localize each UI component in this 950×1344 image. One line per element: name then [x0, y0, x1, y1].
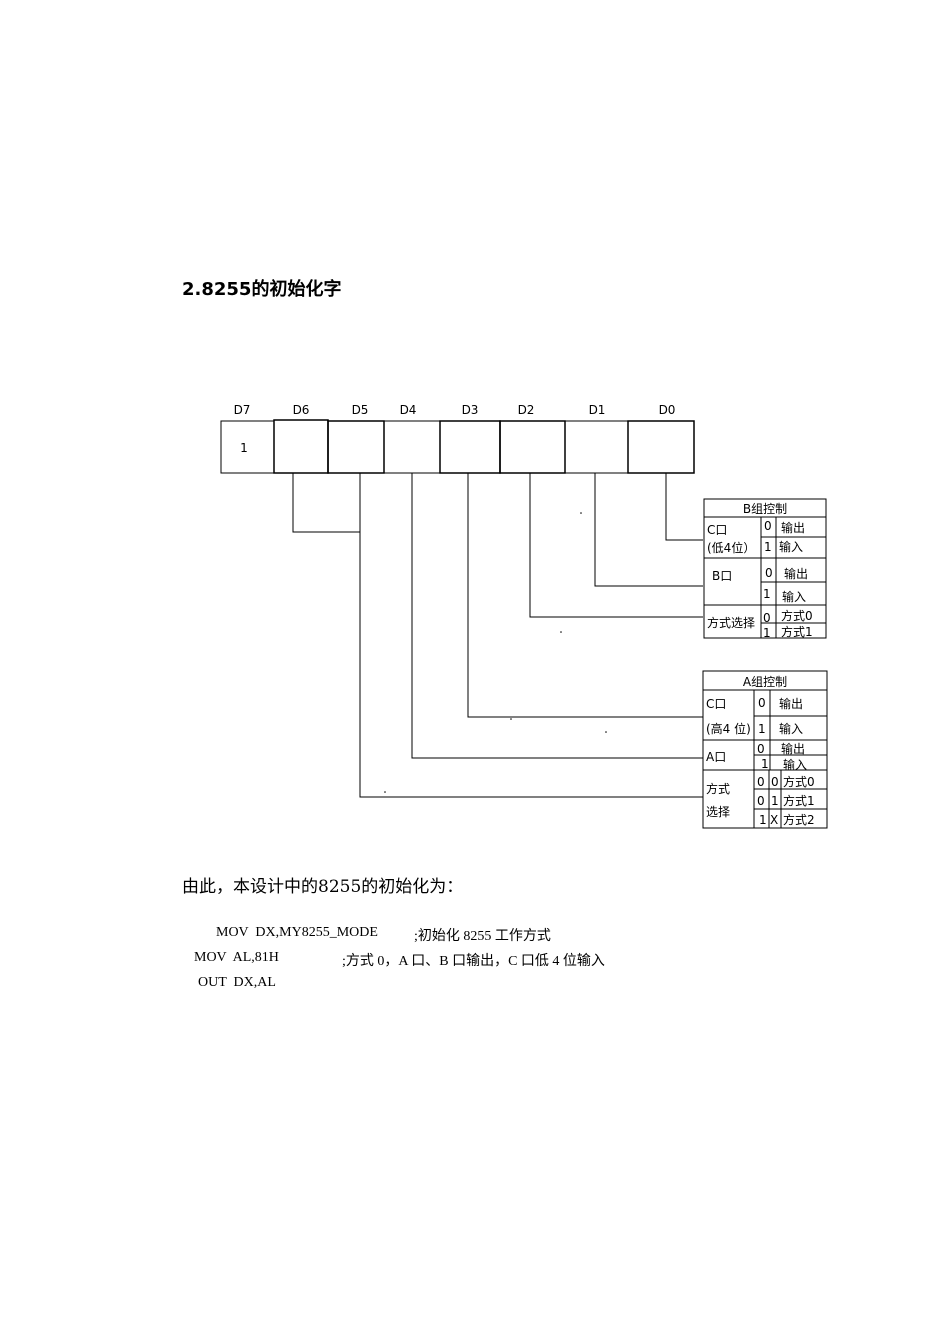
- group-a-mode-row-2-bit2: X: [770, 813, 778, 827]
- group-a-c-opt-0: 0: [758, 696, 766, 710]
- group-b-b-port: B口: [712, 569, 732, 583]
- code-line-2-comment: ;方式 0，A 口、B 口输出，C 口低 4 位输入: [342, 954, 605, 969]
- group-a-a-opt-1-label: 输入: [783, 757, 807, 772]
- group-a-c-opt-1-label: 输入: [779, 721, 803, 736]
- connector-d4: [411, 473, 703, 759]
- stray-dot: [580, 512, 582, 514]
- connector-d2: [529, 473, 703, 618]
- bit-label-d3: D3: [462, 403, 479, 417]
- bit-cell-d5: [327, 420, 385, 474]
- bit-cell-d1: [564, 420, 629, 474]
- group-b-table: [703, 498, 827, 639]
- group-b-mode-opt-1: 1: [763, 626, 771, 640]
- section-heading: 2.8255的初始化字: [182, 279, 342, 300]
- bit-label-d7: D7: [234, 403, 251, 417]
- bit-cell-d6: [273, 419, 329, 474]
- group-b-c-opt-1-label: 输入: [779, 539, 803, 554]
- stray-dot: [384, 791, 386, 793]
- connector-d6: [292, 473, 360, 533]
- group-b-mode-opt-0-label: 方式0: [781, 608, 813, 623]
- bit-label-d0: D0: [659, 403, 676, 417]
- stray-dot: [560, 631, 562, 633]
- bit-label-d5: D5: [352, 403, 369, 417]
- stray-dot: [510, 718, 512, 720]
- bit-cell-d4: [383, 420, 441, 474]
- group-a-a-opt-1: 1: [761, 757, 769, 771]
- bit-cell-d0: [627, 420, 695, 474]
- group-a-c-opt-1: 1: [758, 722, 766, 736]
- connector-d5: [359, 473, 703, 798]
- group-a-a-opt-0: 0: [757, 742, 765, 756]
- group-a-c-opt-0-label: 输出: [779, 696, 803, 711]
- group-b-c-opt-0: 0: [764, 519, 772, 533]
- bit-cell-d2: [499, 420, 566, 474]
- code-line-1-cmd: MOV DX,MY8255_MODE: [216, 925, 378, 940]
- group-a-table: [702, 670, 828, 829]
- bit-label-d6: D6: [293, 403, 310, 417]
- bit-label-d2: D2: [518, 403, 535, 417]
- group-b-c-opt-1: 1: [764, 540, 772, 554]
- group-a-mode-row-2-label: 方式2: [783, 812, 815, 827]
- group-b-b-opt-1: 1: [763, 587, 771, 601]
- code-line-2-cmd: MOV AL,81H: [194, 950, 279, 965]
- group-b-title: B组控制: [743, 502, 787, 516]
- group-a-a-port: A口: [706, 750, 726, 764]
- code-line-1-comment: ;初始化 8255 工作方式: [414, 929, 551, 944]
- group-a-mode-row-0-bit2: 0: [771, 775, 779, 789]
- connector-d3: [467, 473, 703, 718]
- group-b-b-opt-0-label: 输出: [784, 566, 808, 581]
- group-a-mode-row-2-bit1: 1: [759, 813, 767, 827]
- bit-cell-d3: [439, 420, 501, 474]
- group-b-mode: 方式选择: [707, 615, 755, 630]
- group-b-b-opt-0: 0: [765, 566, 773, 580]
- group-a-c-port: C口: [706, 697, 726, 711]
- group-a-mode-line2: 选择: [706, 805, 730, 819]
- group-a-mode-row-1-bit1: 0: [757, 794, 765, 808]
- control-word-diagram: D7 D6 D5 D4 D3 D2 D1 D0 1: [220, 403, 828, 829]
- bit-label-d1: D1: [589, 403, 606, 417]
- group-a-mode-line1: 方式: [706, 781, 730, 796]
- bit-value-d7: 1: [240, 441, 248, 455]
- group-b-mode-opt-0: 0: [763, 611, 771, 625]
- group-a-a-opt-0-label: 输出: [781, 741, 805, 756]
- group-b-c-port: C口: [707, 523, 727, 537]
- group-a-mode-row-0-bit1: 0: [757, 775, 765, 789]
- group-b-mode-opt-1-label: 方式1: [781, 624, 813, 639]
- code-line-3-cmd: OUT DX,AL: [198, 975, 276, 990]
- stray-dot: [605, 731, 607, 733]
- bit-label-d4: D4: [400, 403, 417, 417]
- connector-d1: [594, 473, 703, 587]
- group-b-c-port-sub: (低4位）: [707, 540, 755, 555]
- group-a-mode-row-1-bit2: 1: [771, 794, 779, 808]
- group-a-mode-row-1-label: 方式1: [783, 793, 815, 808]
- group-a-title: A组控制: [743, 675, 787, 689]
- group-b-b-opt-1-label: 输入: [782, 589, 806, 604]
- connector-d0: [665, 473, 703, 541]
- group-b-c-opt-0-label: 输出: [781, 520, 805, 535]
- intro-paragraph: 由此，本设计中的8255的初始化为：: [182, 877, 464, 897]
- group-a-mode-row-0-label: 方式0: [783, 774, 815, 789]
- group-a-c-port-sub: (高4 位): [706, 721, 751, 736]
